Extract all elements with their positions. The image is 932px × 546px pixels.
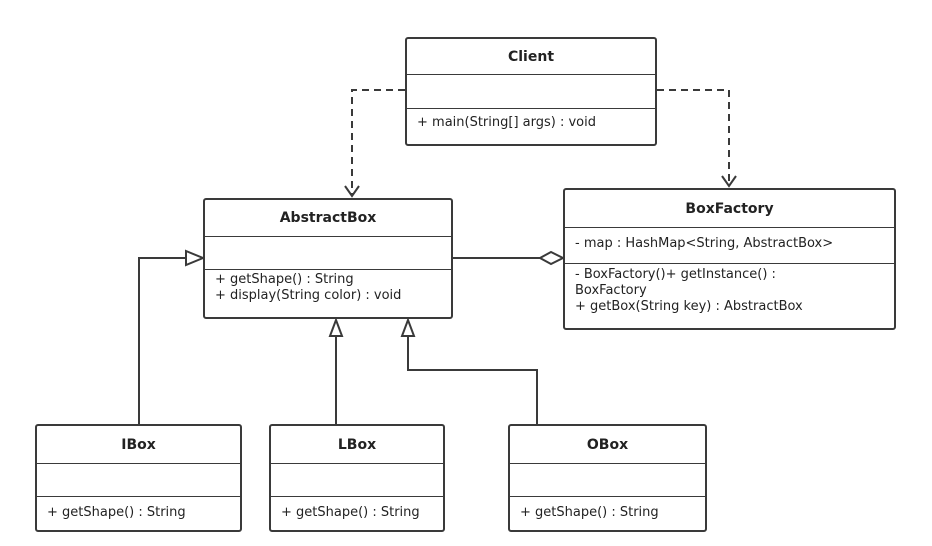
generalization-arrow-obox	[400, 317, 416, 337]
aggregation-diamond	[537, 250, 566, 266]
class-obox-operations: + getShape() : String	[510, 497, 705, 521]
dependency-line-client-abstractbox	[351, 89, 405, 194]
class-client[interactable]: Client + main(String[] args) : void	[405, 37, 657, 146]
operation: + getShape() : String	[47, 505, 186, 520]
class-boxfactory-operations: - BoxFactory()+ getInstance() : BoxFacto…	[565, 264, 894, 315]
dependency-arrowhead-boxfactory	[721, 175, 737, 188]
generalization-line-obox	[407, 336, 538, 424]
operation: - BoxFactory()+ getInstance() :	[575, 267, 776, 282]
operation: + getBox(String key) : AbstractBox	[575, 299, 803, 314]
class-client-name: Client	[407, 39, 655, 75]
class-boxfactory[interactable]: BoxFactory - map : HashMap<String, Abstr…	[563, 188, 896, 330]
class-obox-name: OBox	[510, 426, 705, 464]
class-abstractbox-attributes	[205, 237, 451, 270]
dependency-arrowhead-abstractbox	[344, 185, 360, 198]
class-ibox-name: IBox	[37, 426, 240, 464]
operation: + main(String[] args) : void	[417, 115, 596, 130]
dependency-line-client-boxfactory	[657, 89, 730, 184]
class-ibox-attributes	[37, 464, 240, 497]
class-client-attributes	[407, 75, 655, 109]
class-lbox-name: LBox	[271, 426, 443, 464]
class-lbox[interactable]: LBox + getShape() : String	[269, 424, 445, 532]
class-abstractbox-operations: + getShape() : String + display(String c…	[205, 270, 451, 304]
class-obox[interactable]: OBox + getShape() : String	[508, 424, 707, 532]
class-boxfactory-attributes: - map : HashMap<String, AbstractBox>	[565, 228, 894, 264]
operation: + getShape() : String	[215, 272, 354, 287]
operation: + display(String color) : void	[215, 288, 402, 303]
class-ibox-operations: + getShape() : String	[37, 497, 240, 521]
generalization-arrow-ibox	[185, 249, 206, 267]
class-abstractbox[interactable]: AbstractBox + getShape() : String + disp…	[203, 198, 453, 319]
generalization-arrow-lbox	[328, 317, 344, 337]
class-client-operations: + main(String[] args) : void	[407, 109, 655, 131]
class-lbox-attributes	[271, 464, 443, 497]
class-obox-attributes	[510, 464, 705, 497]
class-boxfactory-name: BoxFactory	[565, 190, 894, 228]
operation: + getShape() : String	[281, 505, 420, 520]
generalization-line-ibox	[138, 257, 186, 424]
class-ibox[interactable]: IBox + getShape() : String	[35, 424, 242, 532]
class-lbox-operations: + getShape() : String	[271, 497, 443, 521]
attribute: - map : HashMap<String, AbstractBox>	[575, 236, 834, 251]
class-abstractbox-name: AbstractBox	[205, 200, 451, 237]
operation: + getShape() : String	[520, 505, 659, 520]
operation-continued: BoxFactory	[575, 283, 647, 298]
